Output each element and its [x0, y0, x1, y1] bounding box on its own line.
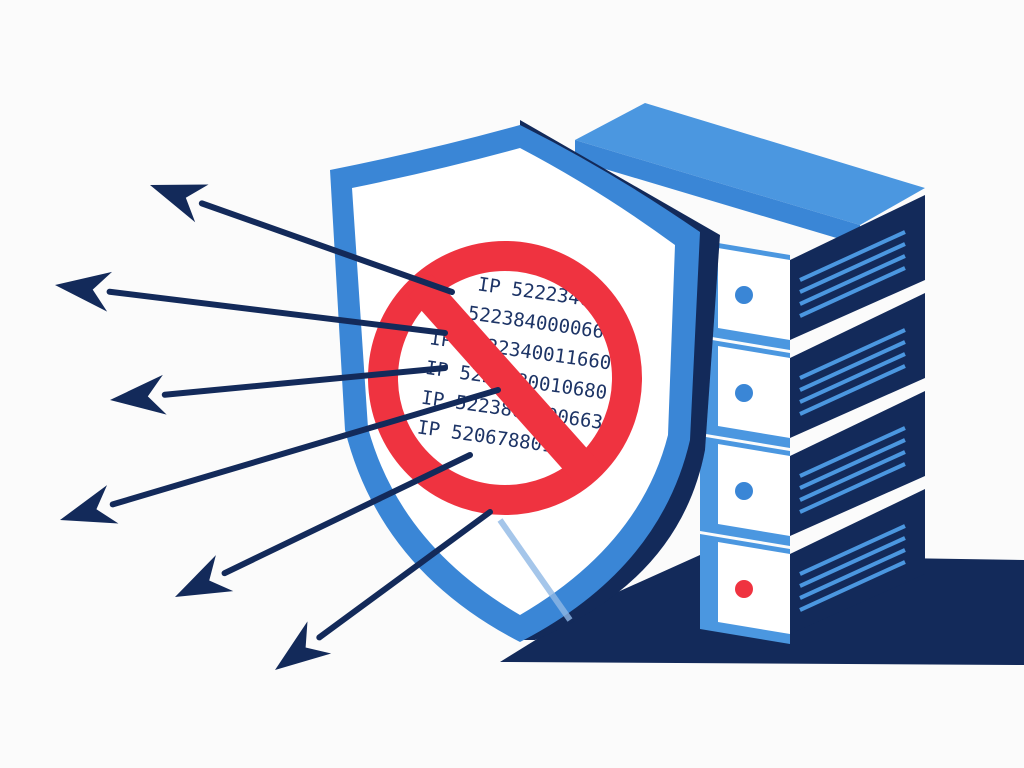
server-unit	[700, 391, 925, 546]
prohibited-ring	[368, 241, 642, 515]
vent-slat	[799, 450, 906, 502]
arrow-icon	[175, 452, 473, 597]
arrow-shaft	[161, 365, 448, 398]
prohibited-icon	[368, 241, 642, 515]
status-led-icon	[735, 286, 753, 304]
arrow-icon	[55, 271, 448, 336]
vent-slat	[799, 266, 906, 318]
arrow-head	[175, 555, 234, 597]
arrow-shaft	[221, 452, 473, 577]
arrow-icon	[150, 184, 455, 295]
vent-slat	[799, 462, 906, 514]
vent-slat	[799, 364, 906, 416]
server-unit-front	[718, 248, 790, 340]
arrow-head	[55, 271, 113, 312]
status-led-icon	[735, 384, 753, 402]
arrow-icon	[60, 387, 501, 524]
arrow-head	[275, 621, 332, 670]
vent-slat	[799, 426, 906, 478]
vent-slat	[799, 230, 906, 282]
blocked-traffic-arrows	[55, 184, 501, 670]
vent-slat	[799, 242, 906, 294]
vent-slat	[799, 328, 906, 380]
server-unit	[700, 293, 925, 448]
vent-slat	[799, 560, 906, 612]
shield-glint	[497, 518, 573, 622]
server-unit-front	[718, 444, 790, 536]
arrow-icon	[275, 509, 493, 670]
server-unit-front	[718, 346, 790, 438]
server-unit-front	[718, 542, 790, 634]
arrow-shaft	[106, 288, 448, 336]
arrow-shaft	[316, 509, 493, 641]
arrow-head	[60, 485, 119, 524]
vent-slat	[799, 352, 906, 404]
vent-slat	[799, 254, 906, 306]
server-top	[575, 103, 925, 225]
vent-slat	[799, 548, 906, 600]
vent-slat	[799, 524, 906, 576]
vent-slat	[799, 340, 906, 392]
vent-slat	[799, 536, 906, 588]
arrow-icon	[110, 365, 448, 415]
server-unit	[700, 489, 925, 644]
arrow-head	[150, 184, 209, 223]
server-icon	[575, 103, 925, 644]
server-unit	[700, 195, 925, 350]
arrow-head	[110, 374, 167, 415]
status-led-icon	[735, 482, 753, 500]
prohibited-slash	[408, 274, 604, 489]
arrow-shaft	[198, 200, 455, 295]
arrow-shaft	[109, 387, 501, 508]
server-top-shade	[575, 140, 860, 245]
status-led-icon	[735, 580, 753, 598]
vent-slat	[799, 438, 906, 490]
